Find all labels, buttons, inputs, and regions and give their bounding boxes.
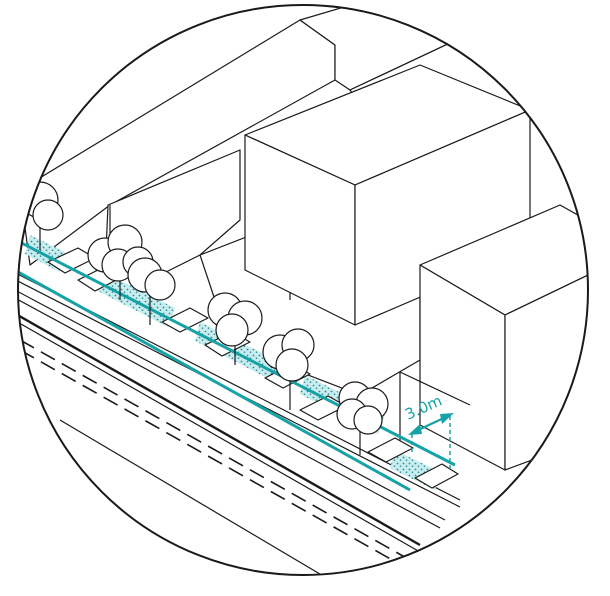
paving-block (414, 463, 459, 489)
arrowhead-left-icon (408, 424, 422, 435)
paving-block (161, 307, 209, 333)
kerb-edge-3 (18, 281, 446, 521)
paving-block (367, 437, 414, 463)
far-road-line (59, 419, 331, 575)
corner-block-right-face (504, 249, 588, 471)
planter-bed-3 (195, 322, 280, 381)
strip-outline-bottom (18, 260, 411, 492)
tree (207, 292, 263, 365)
road-edge-inner (18, 311, 421, 553)
dimension-marker (408, 413, 454, 470)
centre-line-dashed-1 (19, 339, 411, 561)
kerb-edge-4 (18, 289, 441, 529)
tree (336, 381, 389, 455)
arrowhead-right-icon (440, 413, 454, 424)
centre-line-dashed-2 (19, 349, 411, 571)
tall-block (244, 64, 531, 326)
viewport-ring (17, 4, 589, 576)
tree (127, 257, 176, 325)
street-trees (21, 181, 389, 455)
road-edge (18, 303, 421, 547)
tree (262, 328, 315, 410)
